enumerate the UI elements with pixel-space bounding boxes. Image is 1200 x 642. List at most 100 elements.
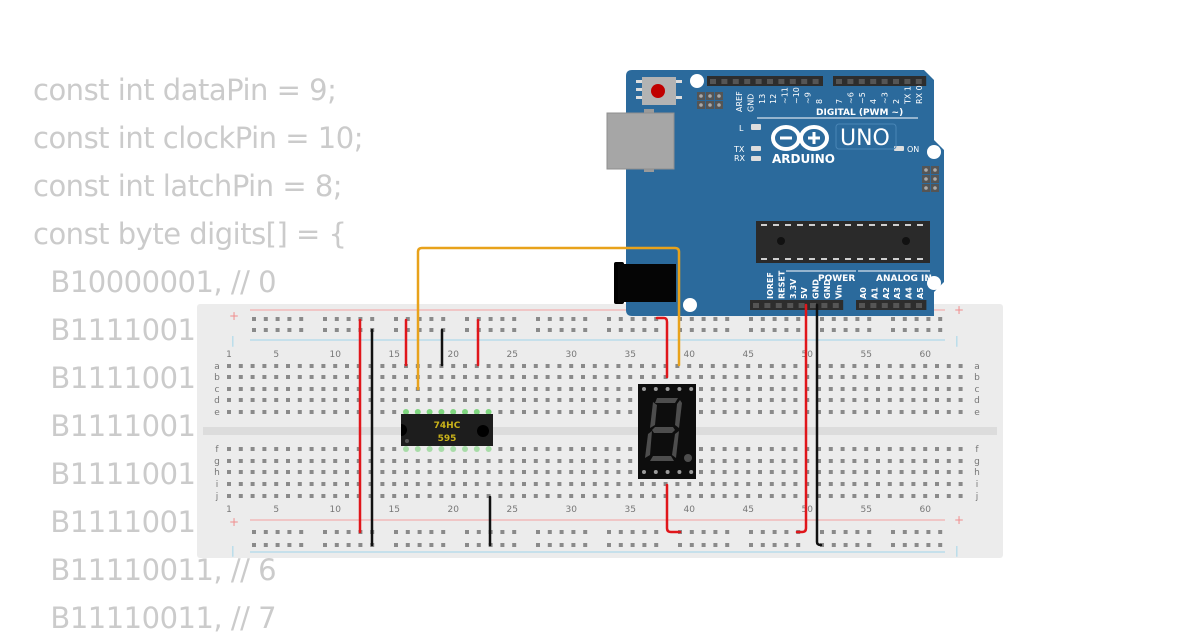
breadboard-hole[interactable] (628, 459, 633, 463)
rail-hole[interactable] (417, 543, 422, 547)
breadboard-hole[interactable] (286, 375, 290, 379)
breadboard-hole[interactable] (415, 459, 420, 463)
rail-hole[interactable] (299, 543, 304, 547)
breadboard-hole[interactable] (817, 375, 821, 379)
rail-hole[interactable] (536, 530, 540, 534)
rail-hole[interactable] (334, 530, 339, 534)
breadboard-hole[interactable] (533, 447, 538, 451)
rail-hole[interactable] (346, 317, 351, 321)
rail-hole[interactable] (417, 317, 422, 321)
breadboard-hole[interactable] (439, 482, 444, 486)
rail-hole[interactable] (263, 530, 268, 534)
breadboard-hole[interactable] (486, 459, 491, 463)
header-pin[interactable] (832, 303, 839, 308)
breadboard-hole[interactable] (876, 459, 880, 463)
breadboard-hole[interactable] (592, 470, 597, 474)
breadboard-hole[interactable] (923, 375, 928, 379)
rail-hole[interactable] (405, 317, 410, 321)
breadboard-hole[interactable] (864, 364, 869, 368)
breadboard-hole[interactable] (769, 410, 774, 414)
header-pin[interactable] (847, 79, 854, 84)
rail-hole[interactable] (642, 543, 647, 547)
wire-5v[interactable] (795, 303, 808, 534)
rail-hole[interactable] (559, 543, 564, 547)
breadboard-hole[interactable] (675, 375, 680, 379)
rail-hole[interactable] (323, 530, 327, 534)
breadboard-hole[interactable] (758, 494, 762, 498)
breadboard-hole[interactable] (840, 375, 845, 379)
rail-hole[interactable] (938, 328, 943, 332)
breadboard-hole[interactable] (368, 459, 373, 463)
rail-hole[interactable] (630, 530, 635, 534)
breadboard-hole[interactable] (533, 470, 538, 474)
breadboard-hole[interactable] (309, 387, 314, 391)
rail-hole[interactable] (914, 543, 919, 547)
rail-hole[interactable] (654, 530, 659, 534)
breadboard-hole[interactable] (852, 410, 857, 414)
breadboard-hole[interactable] (828, 387, 833, 391)
header-pin[interactable] (810, 303, 816, 308)
rail-hole[interactable] (287, 530, 292, 534)
breadboard-hole[interactable] (309, 459, 314, 463)
rail-hole[interactable] (820, 317, 824, 321)
breadboard-hole[interactable] (404, 470, 408, 474)
rail-hole[interactable] (855, 317, 860, 321)
breadboard-hole[interactable] (581, 459, 585, 463)
rail-hole[interactable] (417, 328, 422, 332)
breadboard-hole[interactable] (463, 494, 467, 498)
breadboard-hole[interactable] (769, 459, 774, 463)
wire-signal[interactable] (416, 246, 681, 391)
breadboard-hole[interactable] (876, 494, 880, 498)
breadboard-hole[interactable] (510, 387, 515, 391)
breadboard-hole[interactable] (958, 387, 963, 391)
rail-hole[interactable] (618, 328, 623, 332)
breadboard-hole[interactable] (274, 410, 279, 414)
breadboard-hole[interactable] (769, 375, 774, 379)
breadboard-hole[interactable] (522, 447, 526, 451)
rail-hole[interactable] (855, 530, 860, 534)
breadboard-hole[interactable] (675, 482, 680, 486)
breadboard-hole[interactable] (533, 387, 538, 391)
breadboard-hole[interactable] (722, 470, 727, 474)
rail-hole[interactable] (346, 530, 351, 534)
breadboard-hole[interactable] (345, 387, 349, 391)
breadboard-hole[interactable] (734, 398, 739, 402)
breadboard-hole[interactable] (876, 387, 880, 391)
breadboard-hole[interactable] (238, 364, 243, 368)
breadboard-hole[interactable] (522, 459, 526, 463)
breadboard-hole[interactable] (451, 387, 456, 391)
rail-hole[interactable] (891, 530, 895, 534)
breadboard-hole[interactable] (557, 494, 562, 498)
rail-hole[interactable] (465, 543, 469, 547)
rail-hole[interactable] (760, 543, 765, 547)
breadboard-hole[interactable] (887, 447, 892, 451)
rail-hole[interactable] (749, 543, 753, 547)
breadboard-hole[interactable] (286, 494, 290, 498)
breadboard-hole[interactable] (864, 494, 869, 498)
breadboard-hole[interactable] (345, 494, 349, 498)
breadboard-hole[interactable] (333, 494, 338, 498)
breadboard-hole[interactable] (262, 364, 267, 368)
breadboard-hole[interactable] (958, 364, 963, 368)
breadboard-hole[interactable] (817, 447, 821, 451)
rail-hole[interactable] (547, 543, 552, 547)
breadboard-hole[interactable] (616, 494, 621, 498)
breadboard-hole[interactable] (876, 447, 880, 451)
rail-hole[interactable] (441, 530, 446, 534)
rail-hole[interactable] (571, 530, 576, 534)
breadboard-hole[interactable] (238, 375, 243, 379)
breadboard-hole[interactable] (439, 387, 444, 391)
breadboard-hole[interactable] (935, 398, 939, 402)
breadboard-hole[interactable] (769, 387, 774, 391)
breadboard-hole[interactable] (746, 375, 751, 379)
rail-hole[interactable] (559, 328, 564, 332)
breadboard-hole[interactable] (545, 387, 550, 391)
breadboard-hole[interactable] (710, 364, 715, 368)
breadboard-hole[interactable] (876, 410, 880, 414)
breadboard-hole[interactable] (463, 375, 467, 379)
breadboard-hole[interactable] (592, 364, 597, 368)
breadboard-hole[interactable] (935, 387, 939, 391)
breadboard-hole[interactable] (628, 375, 633, 379)
breadboard-hole[interactable] (380, 387, 385, 391)
breadboard-hole[interactable] (793, 364, 798, 368)
